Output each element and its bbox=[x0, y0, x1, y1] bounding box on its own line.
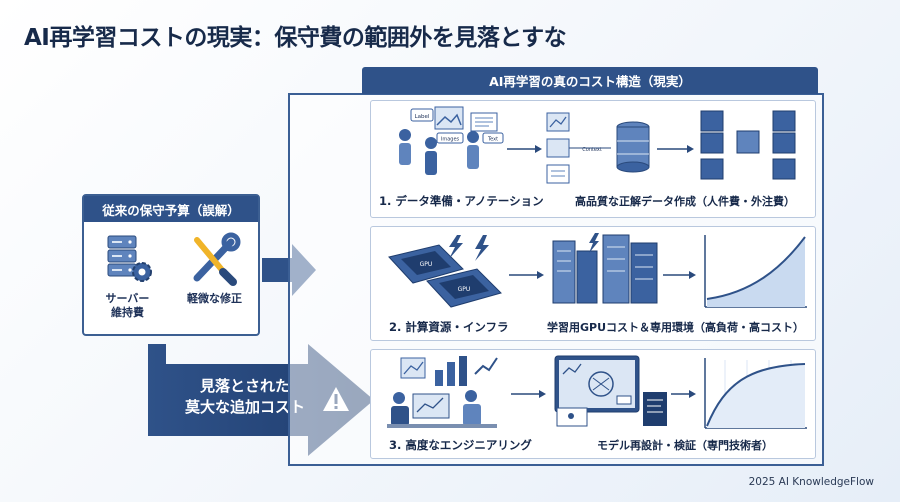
hidden-cost-line1: 見落とされた bbox=[199, 377, 290, 395]
legacy-item-label: 維持費 bbox=[111, 306, 144, 319]
gpu-chip-label: GPU bbox=[420, 261, 433, 268]
row-label-compute: 2. 計算資源・インフラ bbox=[389, 320, 509, 334]
context-tag-text: Context bbox=[582, 147, 602, 153]
cost-row-data-prep: Label Images Text Context bbox=[370, 100, 816, 218]
hidden-cost-line2: 莫大な追加コスト bbox=[184, 398, 305, 416]
hidden-cost-label: 見落とされた 莫大な追加コスト bbox=[160, 376, 330, 418]
true-cost-header: AI再学習の真のコスト構造（現実） bbox=[362, 67, 818, 94]
row-detail-compute: 学習用GPUコスト＆専用環境（高負荷・高コスト） bbox=[547, 321, 805, 334]
server-gear-icon bbox=[107, 235, 152, 282]
legacy-budget-box: 従来の保守予算（誤解） サーバー 維持費 bbox=[82, 194, 260, 336]
data-annotation-illustration: Label Images Text Context bbox=[399, 106, 796, 184]
cost-row-engineering: 3. 高度なエンジニアリング モデル再設計・検証（専門技術者） bbox=[370, 349, 816, 459]
legacy-item-server: サーバー 維持費 bbox=[88, 232, 168, 320]
row-label-engineering: 3. 高度なエンジニアリング bbox=[389, 438, 532, 452]
row-detail-engineering: モデル再設計・検証（専門技術者） bbox=[597, 439, 773, 452]
engineering-illustration bbox=[387, 355, 807, 429]
legacy-budget-header: 従来の保守予算（誤解） bbox=[84, 196, 258, 222]
gpu-infra-illustration: GPU GPU bbox=[388, 233, 807, 308]
gpu-chip-label: GPU bbox=[458, 286, 471, 293]
legacy-item-label: サーバー bbox=[105, 292, 150, 305]
row-label-data-prep: 1. データ準備・アノテーション bbox=[379, 194, 544, 208]
page-title: AI再学習コストの現実：保守費の範囲外を見落とすな bbox=[24, 25, 567, 51]
wrench-screwdriver-icon bbox=[193, 232, 240, 286]
row-detail-data-prep: 高品質な正解データ作成（人件費・外注費） bbox=[575, 195, 795, 208]
images-tag-text: Images bbox=[441, 137, 460, 143]
footer-credit: 2025 AI KnowledgeFlow bbox=[748, 476, 874, 488]
text-tag-text: Text bbox=[487, 137, 498, 143]
cost-row-compute: GPU GPU 2. 計算資源・インフラ 学習用GPUコスト＆専用環境（高負荷・… bbox=[370, 226, 816, 341]
label-tag-text: Label bbox=[415, 114, 430, 120]
legacy-item-fix: 軽微な修正 bbox=[175, 232, 255, 320]
legacy-item-label: 軽微な修正 bbox=[187, 292, 242, 305]
